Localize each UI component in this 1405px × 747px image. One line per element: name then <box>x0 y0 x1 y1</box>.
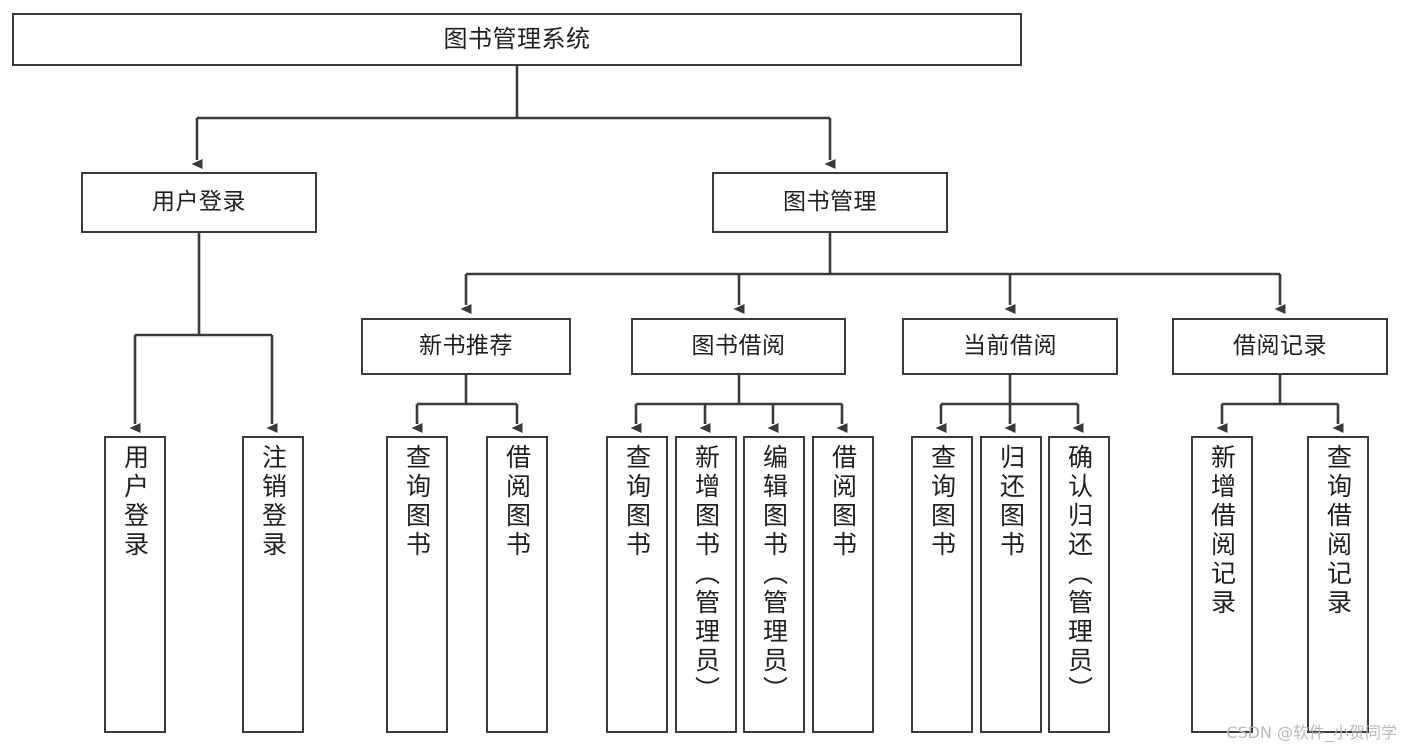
node-leaf-query-book-recommend[interactable]: 查询图书 <box>386 436 448 733</box>
node-leaf-user-login[interactable]: 用户登录 <box>104 436 166 733</box>
node-leaf-query-book-current[interactable]: 查询图书 <box>911 436 973 733</box>
node-leaf-query-book-borrow[interactable]: 查询图书 <box>606 436 668 733</box>
node-leaf-return-book[interactable]: 归还图书 <box>980 436 1042 733</box>
node-leaf-borrow-book-recommend[interactable]: 借阅图书 <box>486 436 548 733</box>
node-label: 用户登录 <box>120 444 150 560</box>
node-leaf-confirm-return[interactable]: 确认归还（管理员） <box>1048 436 1110 733</box>
node-leaf-logout-login[interactable]: 注销登录 <box>242 436 304 733</box>
node-root-system[interactable]: 图书管理系统 <box>12 13 1022 66</box>
node-label: 查询图书 <box>402 444 432 560</box>
node-label: 新增借阅记录 <box>1207 444 1237 618</box>
node-label: 归还图书 <box>996 444 1026 560</box>
node-borrow-record[interactable]: 借阅记录 <box>1172 318 1388 375</box>
node-label: 图书借阅 <box>691 332 786 359</box>
node-leaf-query-borrow-record[interactable]: 查询借阅记录 <box>1307 436 1369 733</box>
node-label: 图书管理 <box>783 188 877 215</box>
node-label: 图书管理系统 <box>443 25 591 54</box>
node-label: 借阅记录 <box>1233 332 1327 359</box>
node-label: 查询借阅记录 <box>1323 444 1353 618</box>
node-leaf-borrow-book[interactable]: 借阅图书 <box>812 436 874 733</box>
node-current-borrow[interactable]: 当前借阅 <box>902 318 1118 375</box>
node-label: 新增图书（管理员） <box>691 444 721 705</box>
node-label: 新书推荐 <box>419 332 513 359</box>
node-book-borrow[interactable]: 图书借阅 <box>631 318 846 375</box>
node-leaf-edit-book[interactable]: 编辑图书（管理员） <box>743 436 805 733</box>
node-label: 用户登录 <box>152 188 246 215</box>
node-label: 当前借阅 <box>963 332 1057 359</box>
node-leaf-add-book[interactable]: 新增图书（管理员） <box>675 436 737 733</box>
node-leaf-add-borrow-record[interactable]: 新增借阅记录 <box>1191 436 1253 733</box>
node-label: 查询图书 <box>927 444 957 560</box>
node-label: 借阅图书 <box>828 444 858 560</box>
node-label: 注销登录 <box>258 444 288 560</box>
node-user-login[interactable]: 用户登录 <box>81 172 317 233</box>
node-label: 借阅图书 <box>502 444 532 560</box>
node-label: 编辑图书（管理员） <box>759 444 789 705</box>
csdn-watermark: CSDN @软件_小贺同学 <box>1226 723 1397 742</box>
node-label: 查询图书 <box>622 444 652 560</box>
node-new-book-recommend[interactable]: 新书推荐 <box>361 318 571 375</box>
node-label: 确认归还（管理员） <box>1064 444 1094 705</box>
node-book-management[interactable]: 图书管理 <box>712 172 948 233</box>
